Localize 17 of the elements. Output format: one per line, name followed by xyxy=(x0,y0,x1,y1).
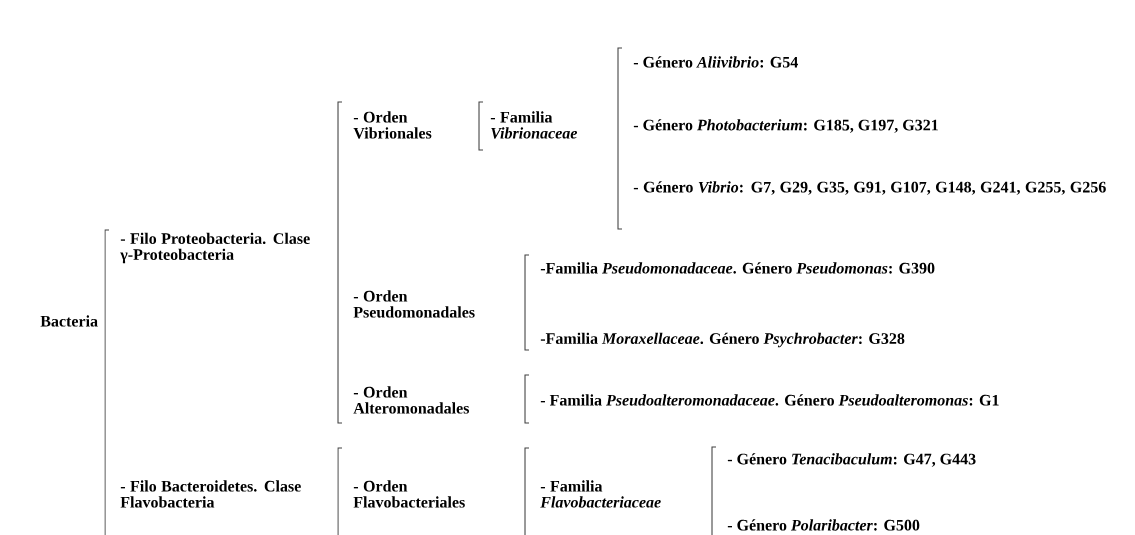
taxon-label: -Familia Pseudomonadaceae. Género Pseudomonas: G390 xyxy=(540,262,935,274)
taxon-label: - Género Aliivibrio: G54 xyxy=(633,56,798,68)
taxon-label: - Filo Bacteroidetes. Clase Flavobacteria xyxy=(120,480,301,508)
taxon-label: - Filo Proteobacteria. Clase γ-Proteobacteria xyxy=(120,232,310,264)
taxon-label: - Orden Pseudomonadales xyxy=(353,290,475,318)
taxon-label: - Familia Flavobacteriaceae xyxy=(540,480,661,508)
taxon-label: - Género Photobacterium: G185, G197, G321 xyxy=(633,119,938,133)
taxon-label: - Género Tenacibaculum: G47, G443 xyxy=(727,453,976,467)
taxon-label: - Familia Vibrionaceae xyxy=(490,111,578,139)
taxon-label: - Orden Alteromonadales xyxy=(353,386,470,414)
taxon-label: Bacteria xyxy=(40,315,98,327)
taxon-label: - Orden Vibrionales xyxy=(353,111,432,139)
taxon-label: -Familia Moraxellaceae. Género Psychrobacter: G328 xyxy=(540,332,905,348)
taxon-label: - Género Vibrio: G7, G29, G35, G91, G107, G148, G241, G255, G256 xyxy=(633,181,1106,195)
taxon-label: - Orden Flavobacteriales xyxy=(353,480,465,508)
taxon-label: - Familia Pseudoalteromonadaceae. Género Pseudoalteromonas: G1 xyxy=(540,394,999,406)
taxon-label: - Género Polaribacter: G500 xyxy=(727,519,920,531)
